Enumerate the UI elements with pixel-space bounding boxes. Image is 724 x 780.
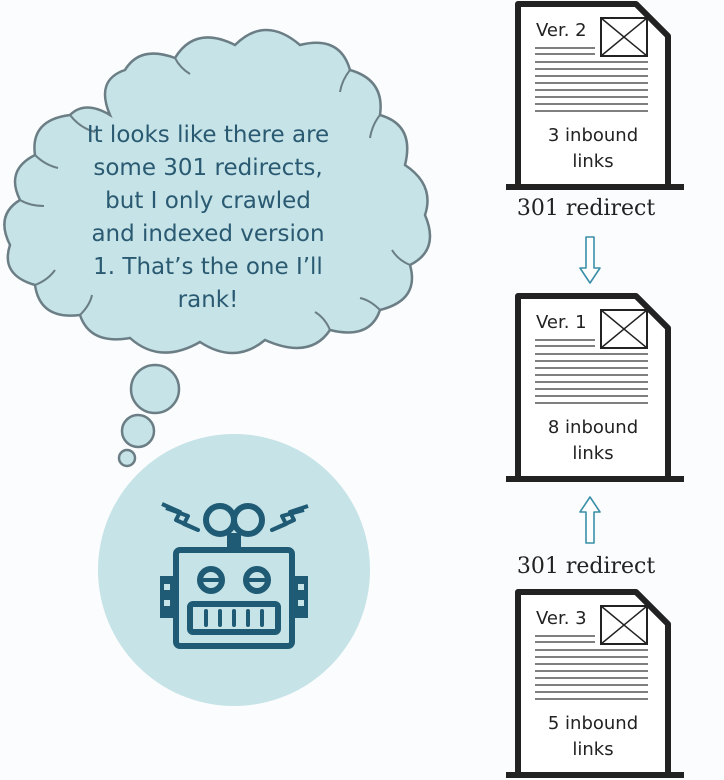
thought-line: It looks like there are: [86, 122, 330, 148]
thought-line: and indexed version: [91, 221, 325, 247]
doc-version-label: Ver. 3: [536, 608, 587, 629]
links-line: 3 inbound: [547, 125, 639, 146]
doc-inbound-links: 5 inbound links: [533, 711, 653, 763]
redirect-label: 301 redirect: [516, 554, 656, 579]
arrow-up-icon: [579, 496, 601, 544]
redirect-label: 301 redirect: [516, 196, 656, 221]
image-placeholder-icon: [600, 605, 648, 645]
document-ver-3: [506, 589, 684, 778]
document-ver-1: [506, 293, 684, 482]
doc-inbound-links: 8 inbound links: [533, 415, 653, 467]
thought-bubble-medium: [120, 413, 156, 449]
thought-bubble-large: [129, 363, 181, 415]
document-ver-2: [506, 1, 684, 190]
robot-icon: [160, 503, 308, 649]
doc-version-label: Ver. 1: [536, 312, 587, 333]
image-placeholder-icon: [600, 17, 648, 57]
links-line: 5 inbound: [547, 713, 639, 734]
links-line: links: [572, 151, 614, 172]
doc-version-label: Ver. 2: [536, 20, 587, 41]
thought-line: but I only crawled: [105, 188, 311, 214]
thought-text: It looks like there are some 301 redirec…: [52, 119, 364, 317]
thought-line: rank!: [177, 287, 239, 313]
arrow-down-icon: [579, 236, 601, 284]
thought-line: some 301 redirects,: [93, 155, 323, 181]
thought-bubble-small: [117, 448, 137, 468]
lightning-bolt-icon-right: [270, 504, 309, 532]
links-line: links: [572, 739, 614, 760]
thought-line: 1. That’s the one I’ll: [93, 254, 323, 280]
links-line: 8 inbound: [547, 417, 639, 438]
thought-cloud-shape: [3, 28, 432, 355]
thought-cloud: [3, 28, 432, 355]
links-line: links: [572, 443, 614, 464]
image-placeholder-icon: [600, 309, 648, 349]
doc-inbound-links: 3 inbound links: [533, 123, 653, 175]
lightning-bolt-icon-left: [161, 502, 200, 532]
robot-circle: [98, 434, 370, 706]
